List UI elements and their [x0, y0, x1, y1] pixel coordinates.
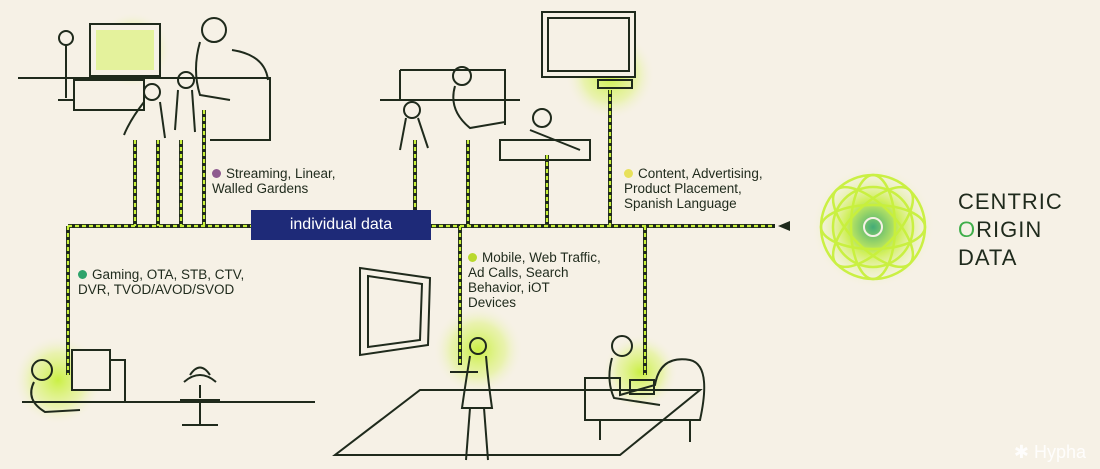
content-dot [624, 169, 633, 178]
brand-o: O [958, 217, 977, 242]
mobile-label: Mobile, Web Traffic, Ad Calls, Search Be… [468, 250, 601, 310]
brand-wordmark: CENTRIC ORIGIN DATA [958, 188, 1063, 272]
streaming-dot [212, 169, 221, 178]
origin-sphere-icon [811, 165, 935, 289]
brand-line-2: ORIGIN [958, 217, 1043, 242]
streaming-label: Streaming, Linear, Walled Gardens [212, 166, 336, 196]
individual-data-bar: individual data [251, 210, 431, 240]
laptop-room-scene [584, 335, 706, 442]
mobile-room-scene [332, 266, 703, 461]
mobile-dot [468, 253, 477, 262]
brand-line-1: CENTRIC [958, 189, 1063, 214]
asterisk-icon: ✱ [1013, 442, 1029, 462]
hypha-watermark: ✱ Hypha [1013, 442, 1086, 462]
gaming-room-scene [22, 349, 315, 426]
gaming-dot [78, 270, 87, 279]
family-room-scene [380, 11, 636, 161]
brand-line-3: DATA [958, 245, 1018, 270]
content-label: Content, Advertising, Product Placement,… [624, 166, 763, 211]
living-room-scene [18, 17, 271, 141]
gaming-label: Gaming, OTA, STB, CTV, DVR, TVOD/AVOD/SV… [78, 267, 245, 297]
